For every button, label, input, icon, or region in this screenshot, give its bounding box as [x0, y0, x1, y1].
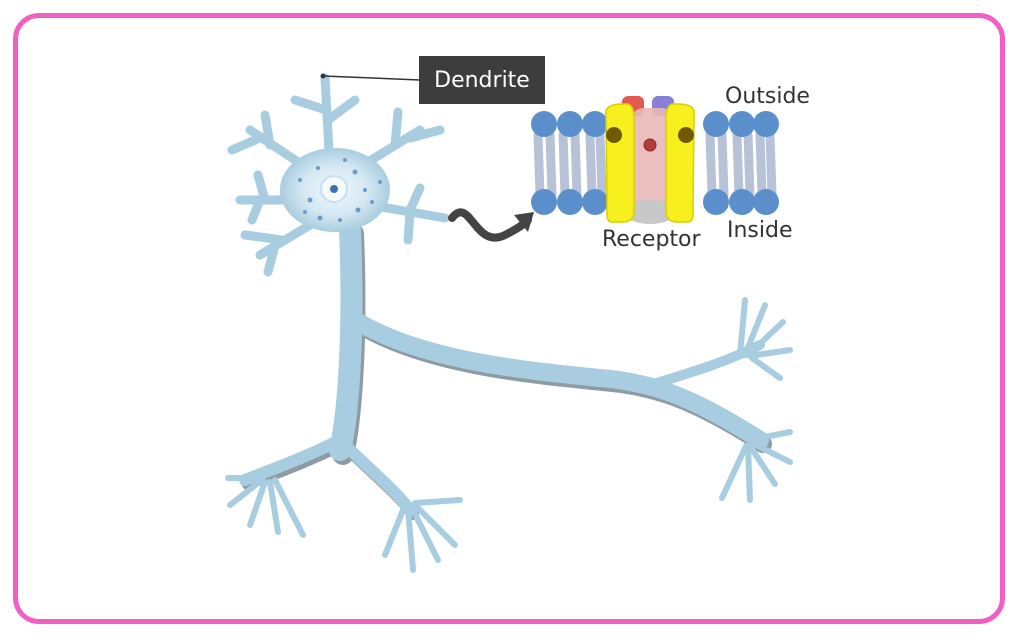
neuron — [225, 73, 793, 573]
axon-terminal-lower-right — [719, 429, 793, 503]
curved-arrow — [448, 208, 532, 242]
cell-membrane — [531, 111, 779, 215]
outside-label: Outside — [725, 84, 810, 109]
receptor-label: Receptor — [602, 227, 701, 252]
axon-trunk — [329, 219, 363, 461]
diagram-frame — [13, 13, 1005, 624]
dendrite-leader-line — [322, 75, 421, 81]
soma-dots — [298, 158, 382, 222]
axon-branch-right — [346, 311, 769, 449]
inside-label: Inside — [727, 218, 793, 243]
nucleolus — [330, 185, 338, 193]
terminal-bottom-left — [225, 475, 306, 538]
receptor-protein — [605, 96, 695, 224]
terminal-bottom-middle — [382, 497, 463, 573]
dendrite-label: Dendrite — [419, 56, 545, 104]
axon-terminal-upper-right — [737, 297, 793, 381]
phospholipid-heads-bottom — [531, 189, 779, 215]
phospholipid-heads-top — [531, 111, 779, 137]
